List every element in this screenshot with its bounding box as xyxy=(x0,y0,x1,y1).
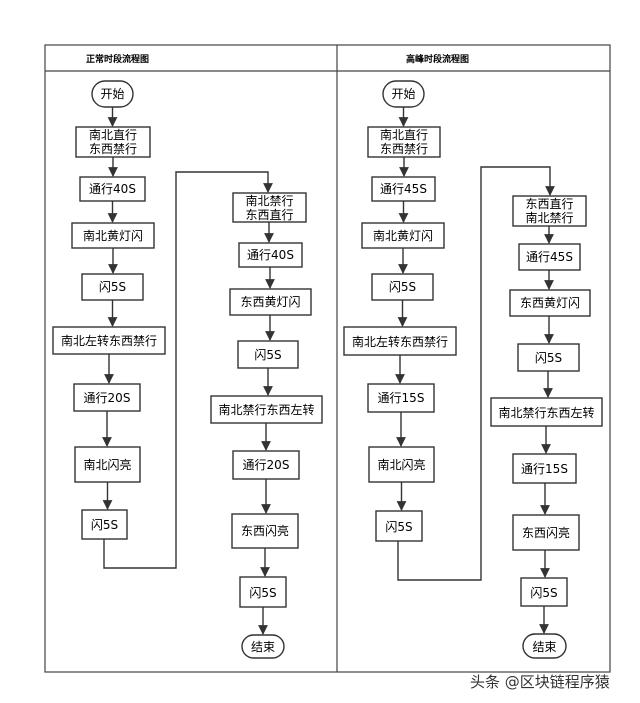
process-box xyxy=(52,326,166,355)
process-box xyxy=(71,222,155,249)
process-box xyxy=(74,446,141,483)
process-box xyxy=(517,343,580,372)
process-box xyxy=(75,126,151,158)
process-box xyxy=(232,192,307,223)
process-label: 闪5S xyxy=(254,348,281,362)
process-label: 闪5S xyxy=(91,518,118,532)
swimlane-frame xyxy=(44,44,611,673)
process-label-line2: 东西禁行 xyxy=(89,142,137,156)
process-label: 南北禁行东西左转 xyxy=(498,405,594,420)
process-box xyxy=(512,195,587,227)
process-box xyxy=(210,395,323,424)
process-label: 通行40S xyxy=(89,182,136,196)
lane-title-normal: 正常时段流程图 xyxy=(86,53,149,65)
process-label-line2: 东西禁行 xyxy=(380,142,428,156)
watermark-text: 头条 @区块链程序猿 xyxy=(470,673,610,691)
process-label-line1: 南北直行 xyxy=(89,127,137,142)
process-label: 闪5S xyxy=(385,520,412,534)
process-label: 通行20S xyxy=(243,458,290,472)
process-box xyxy=(367,383,435,413)
peak-lane: 开始 南北直行 东西禁行 通行45S 南北黄灯闪 闪5S 南北左转东西禁行 通行… xyxy=(343,80,603,659)
process-box xyxy=(518,243,581,271)
process-label: 南北左转东西禁行 xyxy=(352,334,448,349)
connector-line xyxy=(397,166,555,581)
process-label: 通行15S xyxy=(378,391,425,405)
process-label: 通行15S xyxy=(521,462,568,476)
connector-line xyxy=(103,171,273,569)
process-box xyxy=(361,222,445,249)
process-box xyxy=(375,510,423,542)
process-label: 闪5S xyxy=(99,280,126,294)
process-label: 东西闪亮 xyxy=(522,525,570,540)
process-box xyxy=(371,176,436,202)
process-box xyxy=(231,513,299,549)
process-label: 通行20S xyxy=(84,391,131,405)
process-label: 闪5S xyxy=(249,586,276,600)
process-label-line1: 南北禁行 xyxy=(245,193,293,208)
process-box xyxy=(73,383,141,412)
process-box xyxy=(509,289,591,317)
process-label: 闪5S xyxy=(530,586,557,600)
process-label-line1: 南北直行 xyxy=(380,127,428,142)
process-label: 南北禁行东西左转 xyxy=(218,402,314,417)
process-box xyxy=(239,576,287,608)
process-box xyxy=(371,273,434,301)
process-box xyxy=(81,273,144,301)
process-box xyxy=(81,509,128,540)
process-label-line2: 南北禁行 xyxy=(525,210,573,225)
end-label: 结束 xyxy=(532,640,556,654)
process-label: 南北黄灯闪 xyxy=(373,228,433,243)
process-box xyxy=(232,450,300,480)
process-box xyxy=(368,446,435,483)
lane-title-peak: 高峰时段流程图 xyxy=(406,53,469,65)
process-label: 通行40S xyxy=(247,248,294,262)
start-label: 开始 xyxy=(391,87,415,101)
process-label: 东西黄灯闪 xyxy=(240,295,300,309)
end-node xyxy=(241,634,285,659)
process-box xyxy=(367,126,441,158)
process-box xyxy=(512,514,580,551)
process-label-line1: 东西直行 xyxy=(525,197,573,211)
end-label: 结束 xyxy=(251,640,275,654)
normal-lane: 开始 南北直行 东西禁行 通行40S 南北黄灯闪 闪5S 南北左转东西禁行 通行… xyxy=(52,80,323,659)
process-label: 南北闪亮 xyxy=(377,457,425,472)
process-label: 东西黄灯闪 xyxy=(520,296,580,310)
process-label: 东西闪亮 xyxy=(241,523,289,538)
start-label: 开始 xyxy=(100,87,124,101)
process-label: 闪5S xyxy=(389,280,416,294)
process-label: 南北闪亮 xyxy=(83,457,131,472)
process-label: 闪5S xyxy=(535,351,562,365)
process-box xyxy=(79,176,146,202)
process-label: 南北黄灯闪 xyxy=(83,228,143,243)
process-label: 南北左转东西禁行 xyxy=(61,333,157,348)
process-label: 通行45S xyxy=(526,250,573,264)
end-node xyxy=(522,633,567,659)
process-label-line2: 东西直行 xyxy=(245,208,293,222)
process-box xyxy=(343,326,457,356)
process-label: 通行45S xyxy=(380,182,427,196)
